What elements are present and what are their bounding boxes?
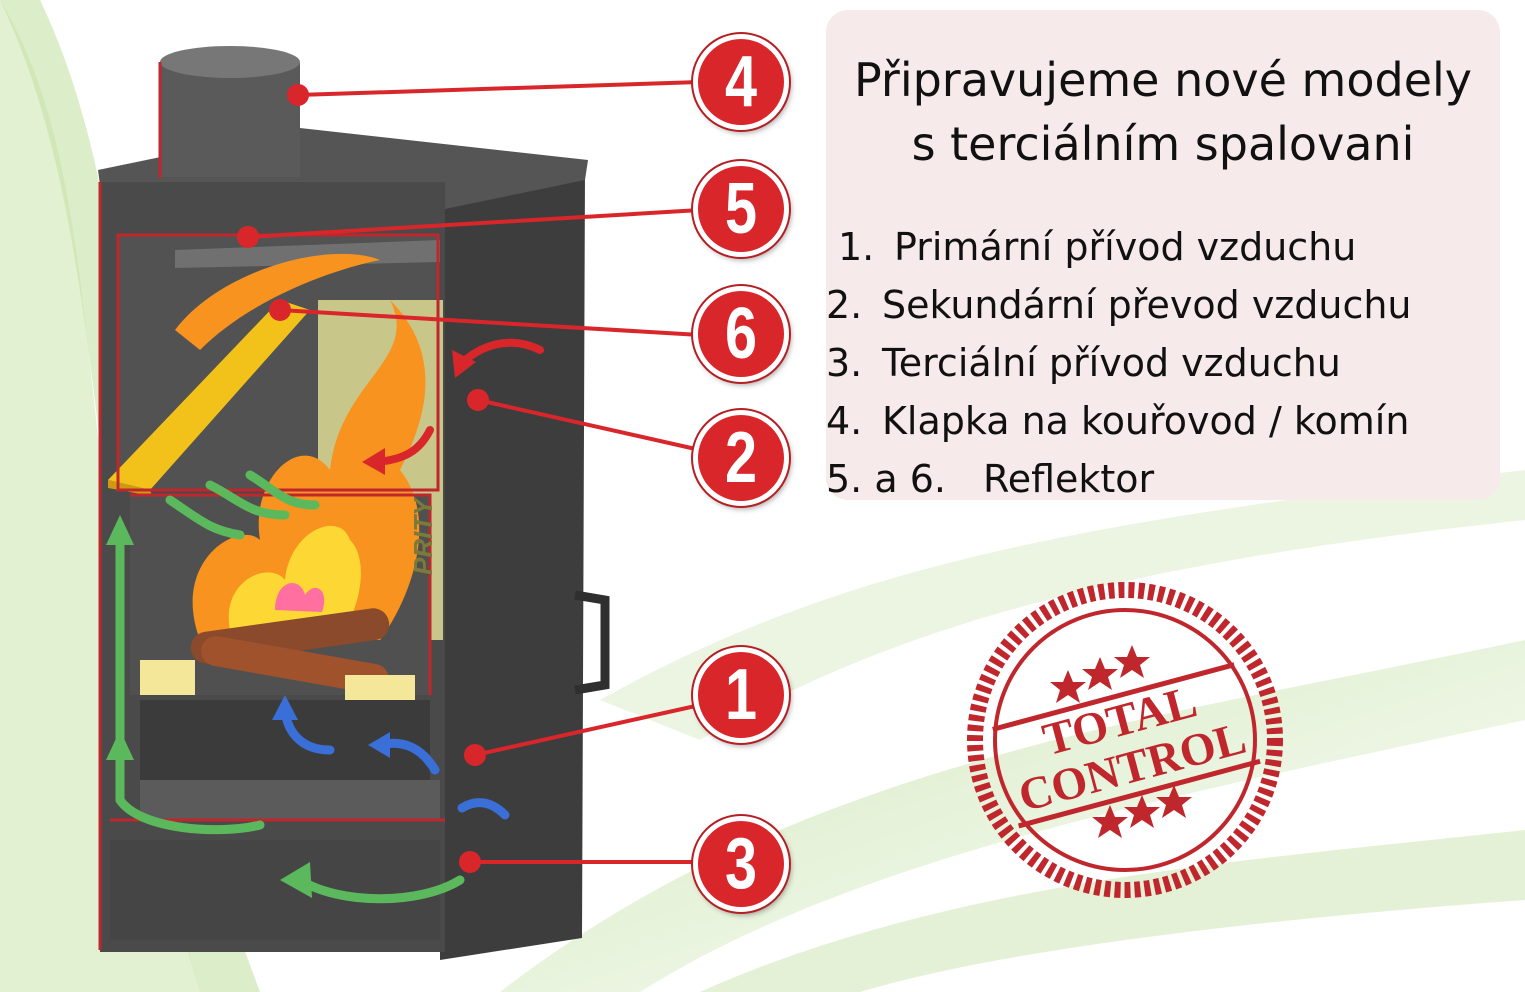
callout-badge-5: 5 (693, 161, 789, 257)
feature-list: 1. Primární přívod vzduchu 2. Sekundární p… (826, 218, 1500, 508)
info-panel: Připravujeme nové modely s terciálním sp… (826, 10, 1500, 501)
list-item-number: 2. (826, 283, 863, 327)
stove-side-panel (440, 170, 585, 960)
callout-line-2 (477, 398, 701, 452)
list-item-number: 1. (838, 225, 875, 269)
list-item: 4. Klapka na kouřovod / komín (826, 392, 1500, 450)
reflector-6 (108, 300, 310, 490)
list-item: 1. Primární přívod vzduchu (826, 218, 1500, 276)
list-item-number: 5. a 6. (826, 457, 946, 501)
callout-badge-4: 4 (693, 34, 789, 130)
list-item-label: Terciální přívod vzduchu (882, 341, 1341, 385)
list-item: 2. Sekundární převod vzduchu (826, 276, 1500, 334)
log (201, 636, 389, 694)
total-control-stamp: TOTAL CONTROL (967, 582, 1283, 898)
headline-line-1: Připravujeme nové modely (853, 53, 1472, 107)
grate-brick-left (140, 660, 195, 695)
chimney-pipe (160, 62, 300, 177)
headline-line-2: s terciálním spalovani (911, 117, 1415, 171)
callout-badge-1: 1 (693, 647, 789, 743)
flame (192, 300, 426, 640)
callout-badge-2: 2 (693, 410, 789, 506)
callout-line-5 (247, 208, 701, 239)
list-item-label: Reflektor (983, 457, 1155, 501)
callout-line-6 (279, 308, 701, 337)
list-item-number: 3. (826, 341, 863, 385)
list-item: 5. a 6. Reflektor (826, 450, 1500, 508)
list-item-label: Primární přívod vzduchu (894, 225, 1357, 269)
list-item-label: Sekundární převod vzduchu (882, 283, 1412, 327)
callout-line-4 (297, 80, 701, 97)
bottom-air-channel (110, 840, 440, 940)
list-item-number: 4. (826, 399, 863, 443)
list-item-label: Klapka na kouřovod / komín (882, 399, 1410, 443)
headline: Připravujeme nové modely s terciálním sp… (826, 48, 1500, 176)
callout-line-1 (474, 703, 701, 757)
list-item: 3. Terciální přívod vzduchu (826, 334, 1500, 392)
door-handle (574, 590, 610, 695)
stove-brand: PRITY (408, 496, 438, 575)
callout-badge-3: 3 (693, 816, 789, 912)
callout-badge-6: 6 (693, 286, 789, 382)
